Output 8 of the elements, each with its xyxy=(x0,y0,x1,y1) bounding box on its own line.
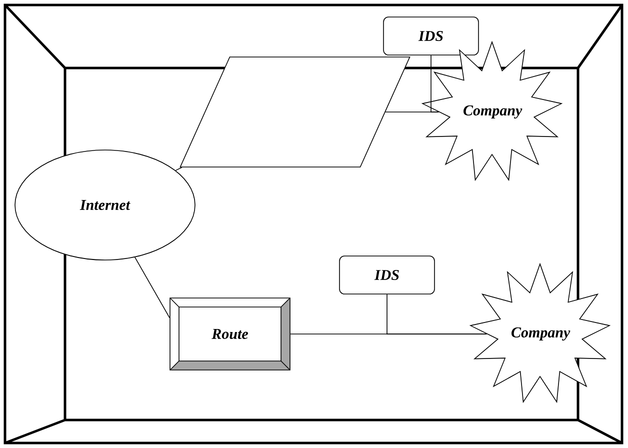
connector-line xyxy=(175,167,182,171)
router-box: Route xyxy=(170,298,290,370)
parallelogram xyxy=(180,56,410,168)
connector-line xyxy=(430,55,440,112)
ids-box: IDS xyxy=(339,256,435,294)
ids-box: IDS xyxy=(383,16,479,56)
connector-line xyxy=(386,294,488,334)
connector-line xyxy=(134,256,170,318)
